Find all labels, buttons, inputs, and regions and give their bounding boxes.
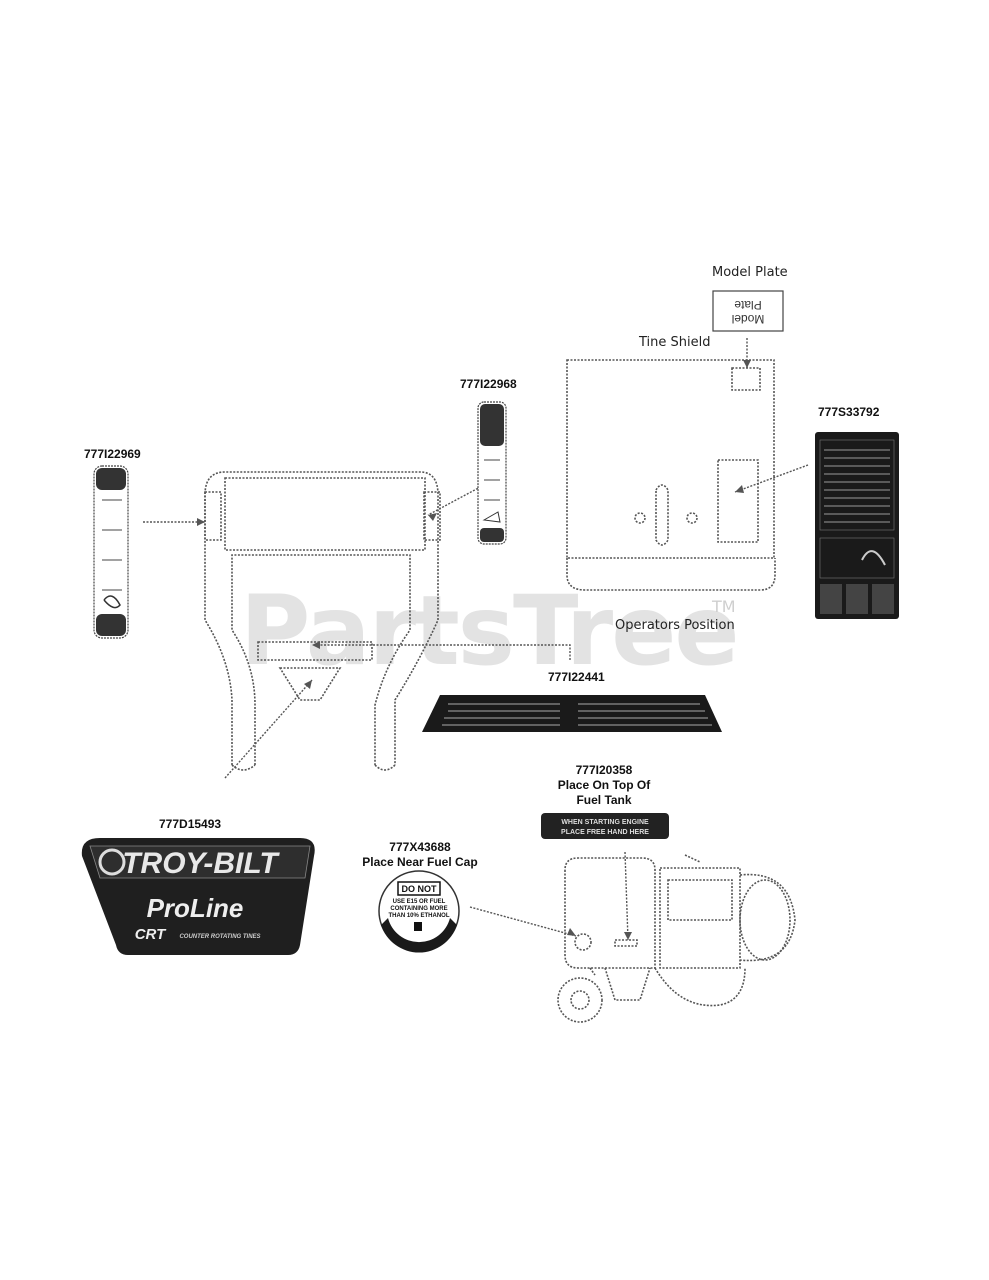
tine-shield-callout: Tine Shield (639, 335, 711, 350)
proline-text: ProLine (147, 893, 244, 923)
fuel-tank-line1: WHEN STARTING ENGINE (561, 819, 649, 826)
troybilt-brand-text: TROY-BILT (122, 847, 280, 880)
watermark-tm: TM (712, 597, 736, 616)
decal-777I22968 (477, 401, 507, 545)
fuel-tank-line2: PLACE FREE HAND HERE (561, 829, 649, 836)
leader-lines (143, 338, 809, 941)
part-note-777I20358-line1: Place On Top Of (557, 778, 651, 792)
crt-text: CRT (135, 926, 167, 943)
part-label-777D15493: 777D15493 (159, 817, 222, 831)
part-label-777I22441: 777I22441 (548, 670, 605, 684)
part-number-777I20358: 777I20358 (575, 763, 633, 777)
fuel-cap-line1: USE E15 OR FUEL (393, 899, 446, 905)
part-label-777I20358: 777I20358 Place On Top Of Fuel Tank (534, 763, 674, 808)
model-plate-box: Model Plate (712, 290, 784, 332)
part-note-777X43688: Place Near Fuel Cap (362, 855, 478, 869)
fuel-cap-line2: CONTAINING MORE (390, 906, 447, 912)
fuel-cap-do-not: DO NOT (402, 884, 438, 894)
part-note-777I20358-line2: Fuel Tank (576, 793, 632, 807)
engine-drawing (557, 854, 796, 1023)
model-plate-callout: Model Plate (712, 265, 788, 280)
crt-tagline-text: COUNTER ROTATING TINES (179, 934, 260, 940)
svg-text:Model: Model (732, 312, 765, 326)
tine-shield-drawing (566, 359, 776, 591)
part-label-777I22968: 777I22968 (460, 377, 517, 391)
decal-777D15493: TROY-BILT ProLine CRT COUNTER ROTATING T… (81, 838, 315, 955)
decal-777I22441 (422, 695, 722, 732)
part-label-777X43688: 777X43688 Place Near Fuel Cap (350, 840, 490, 870)
decal-777S33792 (815, 432, 899, 619)
handlebar-drawing (204, 471, 441, 771)
operators-position-callout: Operators Position (615, 618, 735, 633)
part-label-777I22969: 777I22969 (84, 447, 141, 461)
decal-777I20358: WHEN STARTING ENGINE PLACE FREE HAND HER… (541, 813, 669, 839)
fuel-cap-line3: THAN 10% ETHANOL (388, 913, 449, 919)
svg-text:Plate: Plate (734, 298, 762, 312)
part-label-777S33792: 777S33792 (818, 405, 880, 419)
part-number-777X43688: 777X43688 (389, 840, 451, 854)
arrow-heads (197, 360, 751, 940)
decal-777I22969 (93, 465, 129, 639)
decal-777X43688: DO NOT USE E15 OR FUEL CONTAINING MORE T… (378, 870, 460, 953)
